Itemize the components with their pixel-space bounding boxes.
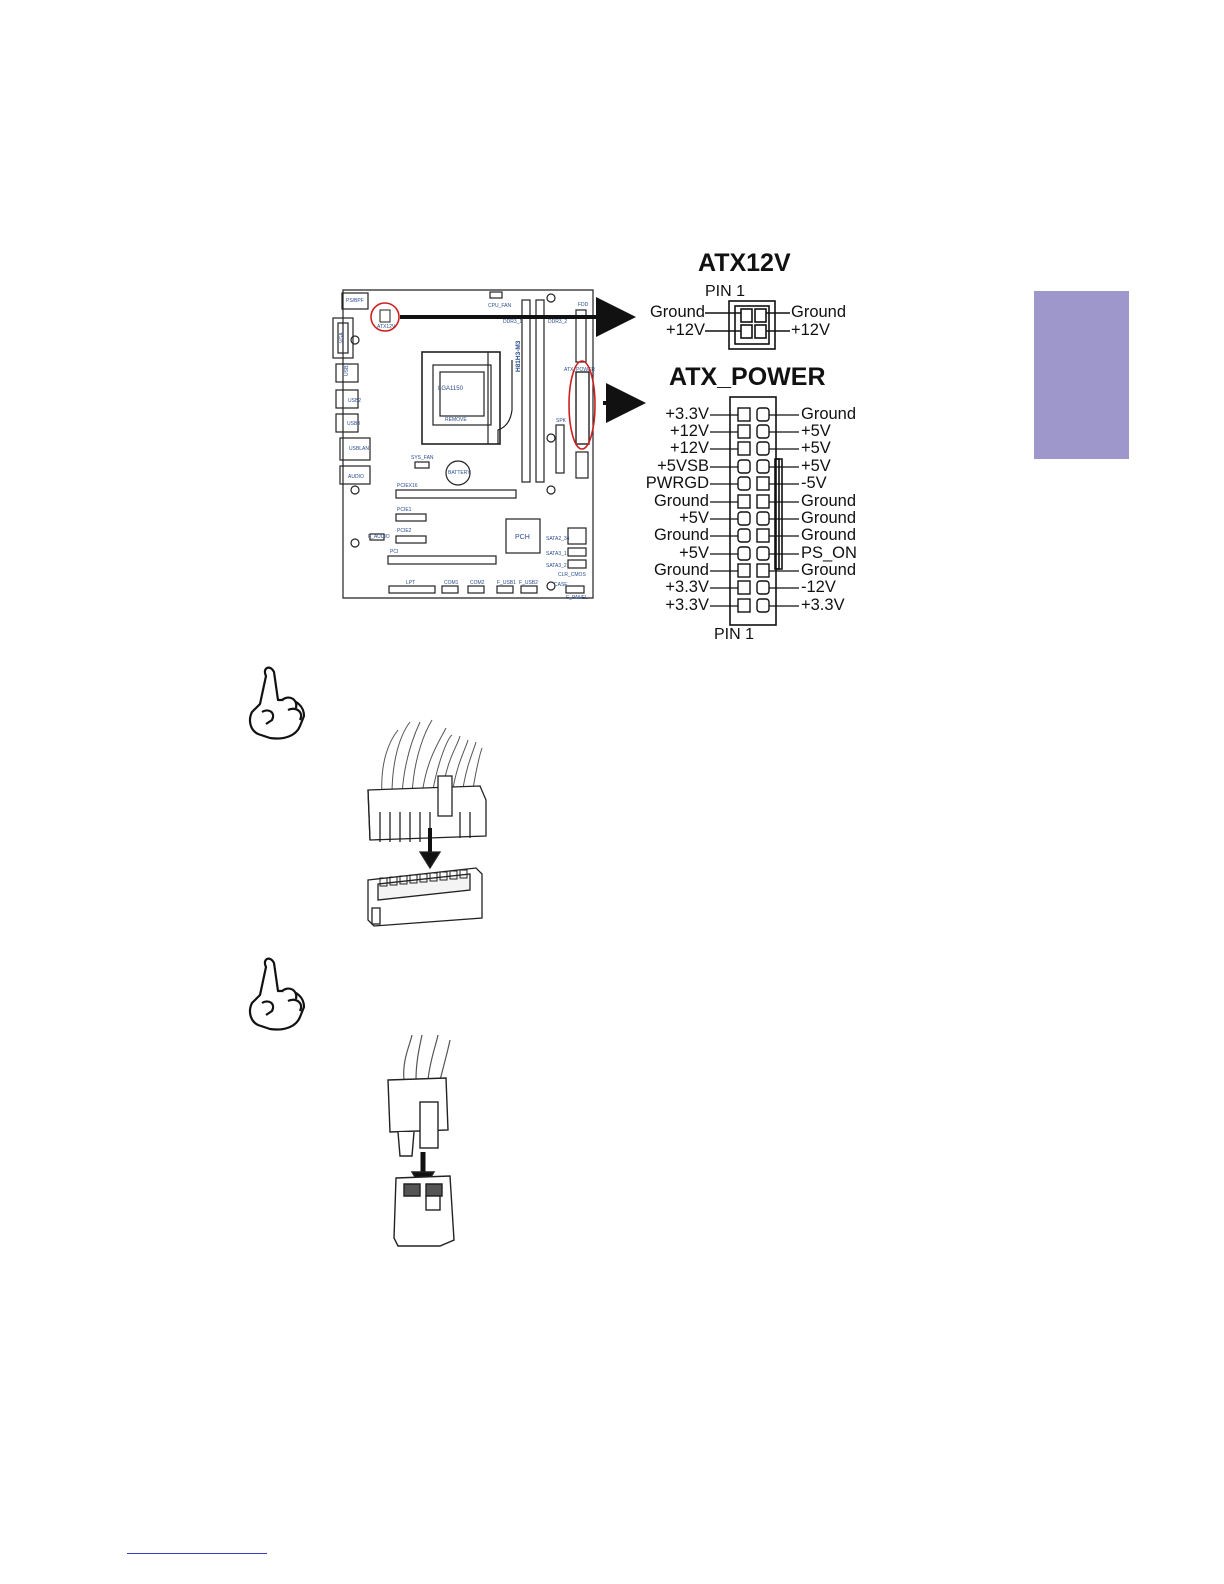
board-label-battery: BATTERY	[448, 470, 471, 476]
board-labels: PS/BPF CPU_FAN DDR3_1 DDR3_2 FDD ATX12V …	[339, 298, 595, 601]
atx-power-left-pin: Ground	[653, 561, 709, 579]
atx12v-pin1-label: PIN 1	[705, 283, 746, 300]
dimm-slot-1	[521, 299, 531, 483]
usb2-port	[335, 389, 359, 409]
board-label-cpu-fan: CPU_FAN	[488, 303, 511, 309]
atx-power-left-pin: +3.3V	[665, 405, 709, 423]
atx12v-left-pin-1: Ground	[649, 303, 705, 321]
atx-power-right-pin: -12V	[801, 578, 836, 596]
atx-power-right-pin: +5V	[801, 422, 831, 440]
atx-power-highlight	[568, 360, 596, 450]
board-label-pcie1: PCIE1	[397, 507, 412, 513]
atx-power-left-pin: +3.3V	[665, 596, 709, 614]
audio-port	[339, 465, 371, 485]
vga-port	[332, 317, 354, 359]
highlight-circles	[370, 302, 596, 450]
atx-power-left-pin: +12V	[670, 422, 709, 440]
usb3-port	[335, 413, 359, 433]
board-label-remove: REMOVE	[445, 417, 467, 423]
board-label-case: CASE	[554, 582, 568, 588]
board-label-socket: LGA1150	[438, 386, 464, 392]
cpu-socket	[421, 351, 501, 445]
atx-power-right-pin: -5V	[801, 474, 827, 492]
board-label-com1: COM1	[444, 580, 459, 586]
atx-power-right-pin: PS_ON	[801, 544, 857, 562]
atx-24pin-cable-illustration	[367, 719, 487, 927]
atx12v-highlight	[370, 302, 400, 332]
atx-power-right-pin: Ground	[801, 561, 857, 579]
dimm-slot-2	[535, 299, 545, 483]
atx-power-title: ATX_POWER	[669, 363, 826, 391]
board-model-label: H81H3-M3	[515, 340, 522, 372]
atx-power-right-pin: Ground	[801, 492, 857, 510]
board-label-usb3: USB3	[347, 421, 360, 427]
board-label-sata2: SATA2_34	[546, 536, 570, 542]
board-label-clr-cmos: CLR_CMOS	[558, 572, 586, 578]
board-label-ps2: PS/BPF	[346, 298, 364, 304]
battery	[445, 460, 471, 486]
atx12v-title: ATX12V	[698, 249, 791, 277]
pch-chip	[505, 518, 541, 554]
board-label-usb2: USB2	[348, 398, 361, 404]
board-label-f-usb1: F_USB1	[497, 580, 516, 586]
atx-power-left-pin: Ground	[653, 526, 709, 544]
board-label-sys-fan: SYS_FAN	[411, 455, 434, 461]
board-label-usblan: USBLAN	[349, 446, 369, 452]
motherboard	[332, 289, 594, 599]
board-label-pciex16: PCIEX16	[397, 483, 418, 489]
atx-power-left-pin: +5V	[679, 509, 709, 527]
atx-power-left-pin: +12V	[670, 439, 709, 457]
board-label-fdd: FDD	[578, 302, 589, 308]
atx-power-pin1-label: PIN 1	[714, 626, 755, 643]
pciex16-slot	[395, 489, 517, 499]
board-label-ddr3-2: DDR3_2	[548, 319, 567, 325]
atx-power-right-pin: +3.3V	[801, 596, 845, 614]
atx-power-right-pin: Ground	[801, 526, 857, 544]
chapter-side-tab	[1034, 291, 1129, 459]
atx-power-right-pin: +5V	[801, 457, 831, 475]
atx-power-left-pin: +5V	[679, 544, 709, 562]
atx12v-left-pin-2: +12V	[666, 321, 705, 339]
note-hand-icon	[248, 957, 306, 1031]
atx-power-left-pin: +5VSB	[657, 457, 709, 475]
atx-power-right-pin: Ground	[801, 509, 857, 527]
board-label-pcie2: PCIE2	[397, 528, 412, 534]
atx12v-right-pin-1: Ground	[791, 303, 847, 321]
board-label-usb1: USB1	[344, 363, 350, 376]
atx-power-leader-lines	[710, 414, 799, 607]
atx12v-right-pin-2: +12V	[791, 321, 830, 339]
board-label-com2: COM2	[470, 580, 485, 586]
atx-4pin-cable-illustration	[387, 1034, 455, 1247]
usb1-port	[335, 363, 359, 383]
board-label-f-usb2: F_USB2	[519, 580, 538, 586]
board-label-f-audio: F_AUDIO	[368, 534, 390, 540]
note-hand-icon	[248, 666, 306, 740]
atx-power-right-pin: Ground	[801, 405, 857, 423]
board-label-vga: VGA	[339, 332, 345, 343]
ps2-port	[341, 292, 369, 310]
board-label-sata3-1: SATA3_1	[546, 551, 567, 557]
atx-power-left-pin: Ground	[653, 492, 709, 510]
board-label-audio: AUDIO	[348, 474, 364, 480]
footer-rule	[127, 1553, 267, 1554]
board-label-spk: SPK	[556, 418, 567, 424]
board-label-atx12v: ATX12V	[377, 324, 396, 330]
board-label-ddr3-1: DDR3_1	[503, 319, 522, 325]
board-label-lpt: LPT	[406, 580, 415, 586]
board-label-f-panel: F_PANEL	[566, 595, 588, 601]
board-label-pch: PCH	[515, 534, 530, 541]
usblan-port	[339, 437, 371, 461]
board-label-pci: PCI	[390, 549, 398, 555]
board-label-atx-power: ATX_POWER	[564, 367, 595, 373]
atx-power-pins	[737, 407, 770, 613]
atx-power-left-pin: +3.3V	[665, 578, 709, 596]
atx-power-left-pin: PWRGD	[645, 474, 709, 492]
atx-power-right-pin: +5V	[801, 439, 831, 457]
board-label-sata3-2: SATA3_2	[546, 563, 567, 569]
atx12v-connector	[705, 300, 790, 350]
